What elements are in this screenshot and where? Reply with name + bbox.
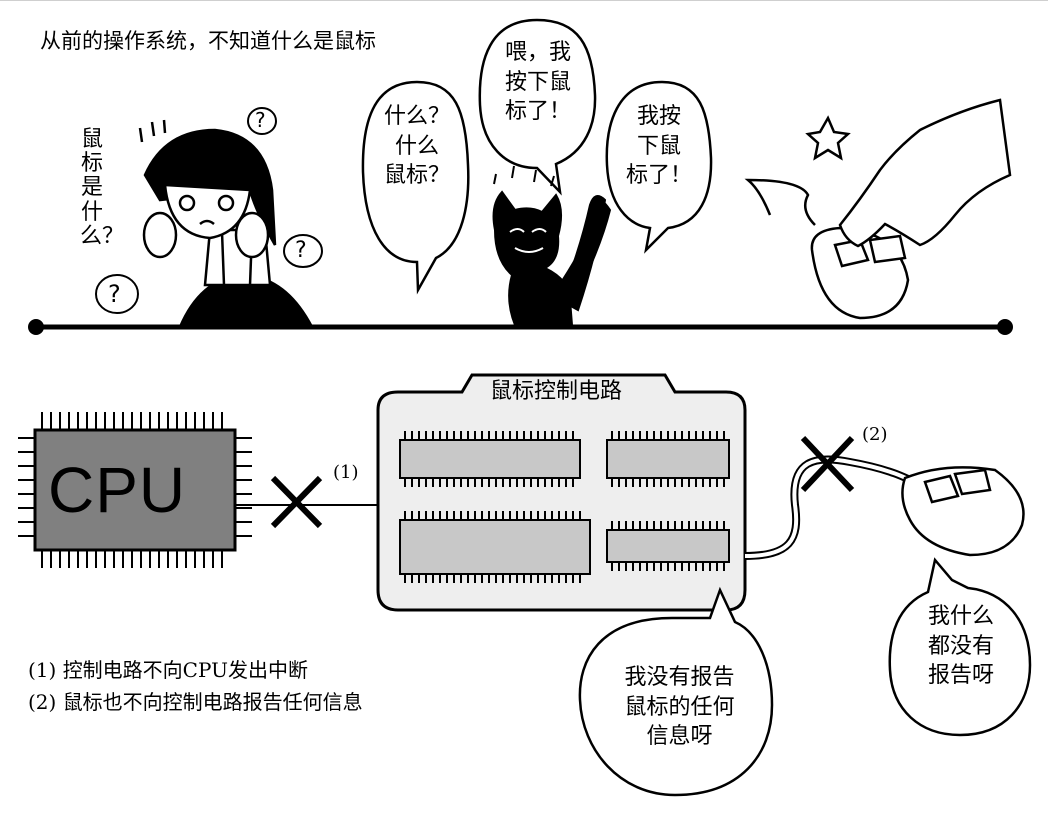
girl-question-bubbles xyxy=(95,107,323,314)
mouse-speech-bubble-bottom xyxy=(888,557,1032,737)
cat-sweat-marks xyxy=(493,165,555,187)
mouse-controller-board xyxy=(376,373,747,612)
controller-title: 鼠标控制电路 xyxy=(490,379,623,404)
legend-item-2: (2) 鼠标也不向控制电路报告任何信息 xyxy=(28,690,363,714)
marker-1: (1) xyxy=(333,462,359,483)
cpu-chip xyxy=(18,412,252,568)
cat-speech-bubble xyxy=(478,18,597,196)
controller-bubble-text: 我没有报告 鼠标的任何 信息呀 xyxy=(624,665,735,750)
girl-thought-vertical: 鼠标是什么？ xyxy=(80,127,125,249)
ic-chip xyxy=(399,431,581,487)
cpu-label: CPU xyxy=(48,454,187,526)
ic-chip xyxy=(606,521,730,571)
os-speech-bubble xyxy=(361,80,470,295)
mouse-speech-bubble-top xyxy=(605,80,713,254)
legend-item-1: (1) 控制电路不向CPU发出中断 xyxy=(28,658,308,682)
question-mark-1: ? xyxy=(255,108,266,132)
controller-speech-bubble xyxy=(578,586,774,797)
top-caption: 从前的操作系统，不知道什么是鼠标 xyxy=(40,29,376,53)
cat-bubble-text: 喂，我 按下鼠 标了！ xyxy=(504,40,571,125)
ic-chip xyxy=(399,511,591,583)
girl-os-figure xyxy=(138,119,315,329)
question-mark-3: ? xyxy=(108,280,121,308)
cpu-controller-link xyxy=(235,475,378,529)
mouse-bubble-top-text: 我按 下鼠 标了！ xyxy=(625,104,692,189)
marker-2: (2) xyxy=(862,424,888,445)
os-bubble-text: 什么？ 什么 鼠标？ xyxy=(383,104,450,189)
ic-chip xyxy=(606,431,730,487)
mouse-device xyxy=(901,466,1025,557)
mouse-bubble-bottom-text: 我什么 都没有 报告呀 xyxy=(927,604,994,689)
controller-mouse-cable xyxy=(744,435,932,560)
question-mark-2: ? xyxy=(295,238,307,263)
hand-clicking-mouse xyxy=(744,98,1012,320)
cat-figure xyxy=(492,190,612,326)
